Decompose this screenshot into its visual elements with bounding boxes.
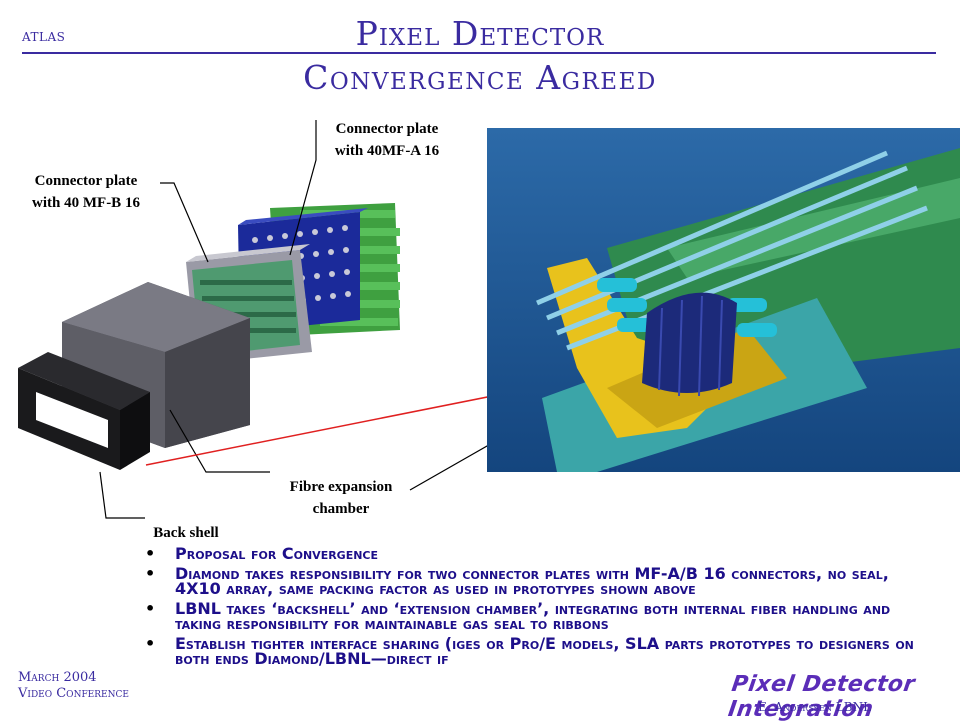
label-back-shell: Back shell: [153, 525, 219, 541]
label-connector-plate-a: Connector plate with 40MF-A 16: [334, 121, 440, 159]
bullet-item: Diamond takes responsibility for two con…: [145, 566, 925, 597]
title-rule: [22, 52, 936, 54]
footer-left: March 2004 Video Conference: [18, 670, 129, 702]
slide-subtitle: Convergence Agreed: [303, 58, 657, 97]
leader-line-plate-a: [289, 120, 317, 256]
leader-line-backshell: [99, 471, 145, 519]
pixel-detector-integration-logo: Pixel Detector Integration: [726, 672, 917, 722]
bullet-item: Establish tighter interface sharing (ige…: [145, 636, 925, 667]
back-shell: [18, 352, 150, 470]
footer-credit: E. Anderssen LBNL: [758, 700, 872, 714]
bullet-item: Proposal for Convergence: [145, 546, 925, 562]
bullet-list: Proposal for Convergence Diamond takes r…: [145, 546, 925, 671]
atlas-label: atlas: [22, 26, 66, 46]
bullet-item: LBNL takes ‘backshell’ and ‘extension ch…: [145, 601, 925, 632]
leader-line-chamber: [169, 409, 270, 473]
footer-date: March 2004: [18, 670, 97, 685]
slide-title: Pixel Detector: [355, 14, 605, 53]
footer-event: Video Conference: [18, 686, 129, 701]
label-connector-plate-b: Connector plate with 40 MF-B 16: [32, 173, 140, 211]
pixel-detector-3d-render: [487, 128, 960, 472]
leader-line-plate-b: [160, 182, 209, 263]
label-fibre-expansion-chamber: Fibre expansion chamber: [289, 479, 393, 517]
